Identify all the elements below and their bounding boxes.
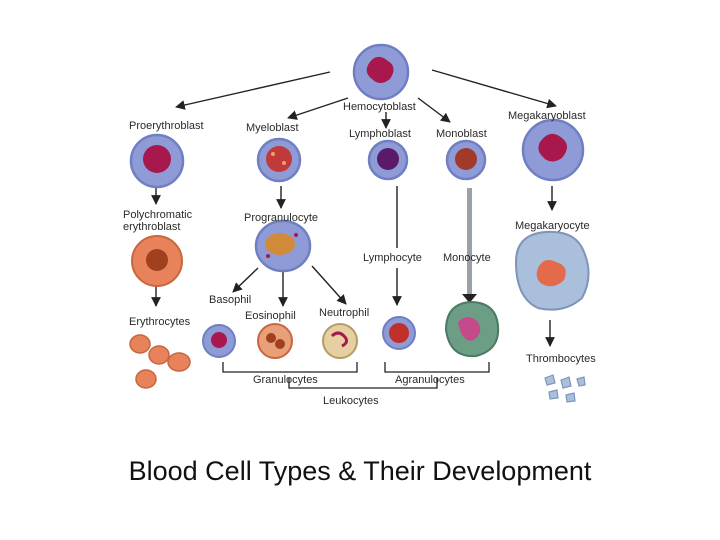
megakaryocyte-cell — [514, 230, 590, 311]
label-megakaryoblast: Megakaryoblast — [508, 110, 586, 122]
myeloblast-cell — [256, 137, 302, 183]
lymphocyte-cell — [382, 316, 416, 350]
thrombocytes-group — [544, 374, 586, 403]
label-proerythroblast: Proerythroblast — [129, 120, 204, 132]
eosinophil-cell — [257, 323, 293, 359]
label-hemocytoblast: Hemocytoblast — [343, 101, 416, 113]
label-monoblast: Monoblast — [436, 128, 487, 140]
label-progranulocyte: Progranulocyte — [244, 212, 318, 224]
erythrocytes-group — [129, 334, 191, 389]
connector-arrows — [151, 69, 557, 347]
label-thrombocytes: Thrombocytes — [526, 353, 596, 365]
polychromatic-erythroblast-cell — [131, 235, 183, 287]
diagram-labels: Hemocytoblast Proerythroblast Myeloblast… — [123, 101, 596, 407]
proerythroblast-cell — [129, 133, 185, 189]
label-polychromatic-line2: erythroblast — [123, 221, 180, 233]
label-megakaryocyte: Megakaryocyte — [515, 220, 590, 232]
label-agranulocytes: Agranulocytes — [395, 374, 465, 386]
label-monocyte: Monocyte — [443, 252, 491, 264]
slide-title: Blood Cell Types & Their Development — [128, 456, 592, 486]
basophil-cell — [202, 324, 236, 358]
megakaryoblast-cell — [521, 118, 585, 182]
label-neutrophil: Neutrophil — [319, 307, 369, 319]
label-erythrocytes: Erythrocytes — [129, 316, 191, 328]
label-polychromatic-line1: Polychromatic — [123, 209, 193, 221]
monocyte-arrow — [462, 188, 477, 303]
label-lymphocyte: Lymphocyte — [363, 252, 422, 264]
monoblast-cell — [445, 139, 487, 181]
neutrophil-cell — [322, 323, 358, 359]
label-granulocytes: Granulocytes — [253, 374, 318, 386]
progranulocyte-cell — [254, 219, 312, 273]
label-basophil: Basophil — [209, 294, 251, 306]
hemocytoblast-cell — [352, 43, 410, 101]
label-eosinophil: Eosinophil — [245, 310, 296, 322]
label-myeloblast: Myeloblast — [246, 122, 299, 134]
label-leukocytes: Leukocytes — [323, 395, 379, 407]
lymphoblast-cell — [367, 139, 409, 181]
label-lymphoblast: Lymphoblast — [349, 128, 411, 140]
monocyte-cell — [444, 300, 500, 358]
brackets — [222, 362, 490, 389]
